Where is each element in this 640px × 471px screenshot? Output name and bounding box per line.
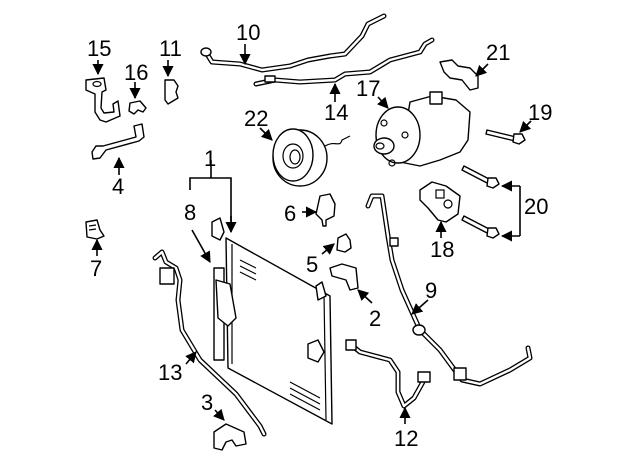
callout-16[interactable]: 16 (124, 60, 148, 85)
callout-12[interactable]: 12 (394, 426, 418, 451)
part-2-bracket[interactable] (329, 263, 359, 291)
callout-14[interactable]: 14 (324, 100, 348, 125)
part-19-bolt[interactable] (485, 129, 526, 145)
callout-11[interactable]: 11 (159, 36, 182, 61)
part-11-clamp[interactable] (164, 79, 179, 105)
callout-22[interactable]: 22 (244, 106, 268, 131)
part-20-bolts[interactable] (461, 165, 500, 239)
part-3-bracket[interactable] (213, 423, 247, 451)
callout-1[interactable]: 1 (204, 146, 216, 171)
part-7-clip[interactable] (85, 219, 105, 240)
callout-9[interactable]: 9 (425, 278, 437, 303)
part-21-bracket[interactable] (439, 59, 479, 91)
callout-5[interactable]: 5 (306, 252, 318, 277)
callout-8[interactable]: 8 (184, 200, 196, 225)
callout-10[interactable]: 10 (236, 20, 260, 45)
part-22-clutch-pulley[interactable] (272, 128, 351, 187)
part-15-bracket[interactable] (85, 77, 121, 123)
part-8-receiver-drier[interactable] (213, 267, 237, 361)
callout-2[interactable]: 2 (369, 306, 381, 331)
callout-17[interactable]: 17 (356, 76, 380, 101)
part-9-hose[interactable] (365, 193, 533, 387)
part-17-compressor[interactable] (373, 91, 471, 167)
part-18-bracket[interactable] (419, 181, 461, 223)
part-16-clamp[interactable] (128, 100, 147, 115)
part-4-bracket[interactable] (91, 123, 145, 160)
part-14-line[interactable] (253, 37, 435, 87)
callout-labels: 1 2 3 4 5 6 7 8 9 10 11 12 13 14 15 16 1… (87, 20, 552, 451)
callout-4[interactable]: 4 (112, 174, 124, 199)
part-13-line[interactable] (152, 249, 267, 437)
part-10-line[interactable] (200, 13, 387, 73)
callout-18[interactable]: 18 (430, 237, 454, 262)
leader-lines (91, 44, 532, 424)
callout-19[interactable]: 19 (528, 100, 552, 125)
callout-6[interactable]: 6 (284, 201, 296, 226)
part-6-bracket[interactable] (315, 193, 336, 227)
callout-21[interactable]: 21 (486, 40, 510, 65)
part-12-hose[interactable] (345, 339, 431, 409)
callout-15[interactable]: 15 (87, 36, 111, 61)
part-5-insulator[interactable] (336, 233, 352, 253)
callout-20[interactable]: 20 (524, 194, 548, 219)
callout-13[interactable]: 13 (158, 360, 182, 385)
callout-7[interactable]: 7 (90, 256, 102, 281)
callout-3[interactable]: 3 (201, 390, 213, 415)
